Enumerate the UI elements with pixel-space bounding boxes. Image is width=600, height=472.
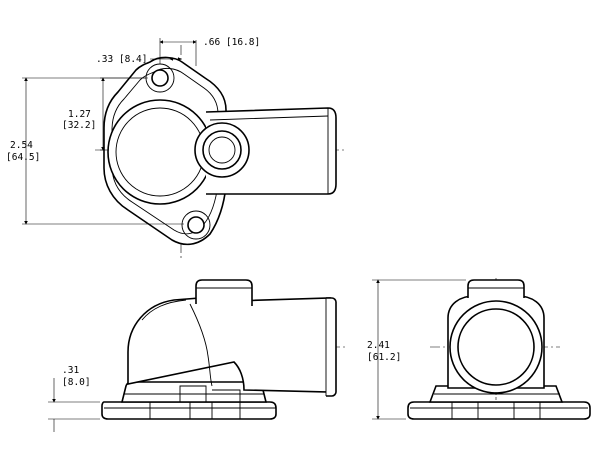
dim-height-full-in: 2.54 [10, 140, 33, 151]
dim-height-half-in: 1.27 [68, 109, 91, 120]
front-elbow-body [127, 297, 331, 393]
dim-width-small: .33 [8.4] [96, 54, 147, 65]
dim-height-full-mm: [64.5] [6, 152, 40, 163]
top-view: .66 [16.8] .33 [8.4] 1.27 [32.2] 2.54 [6… [6, 37, 345, 258]
dim-height-half-mm: [32.2] [62, 120, 96, 131]
end-outlet-inner [457, 308, 535, 386]
front-view: .31 [8.0] [48, 279, 345, 432]
dim-flange-mm: [8.0] [62, 377, 91, 388]
front-base-flange [101, 401, 277, 420]
dim-end-height-mm: [61.2] [367, 352, 401, 363]
end-base-flange [407, 401, 591, 420]
bolt-hole-top [151, 69, 169, 87]
dim-width-large: .66 [16.8] [203, 37, 260, 48]
dim-flange-in: .31 [62, 365, 79, 376]
bolt-hole-bottom [187, 216, 205, 234]
front-top-boss [195, 279, 253, 306]
end-view: 2.41 [61.2] [367, 278, 591, 422]
dim-end-height-in: 2.41 [367, 340, 390, 351]
